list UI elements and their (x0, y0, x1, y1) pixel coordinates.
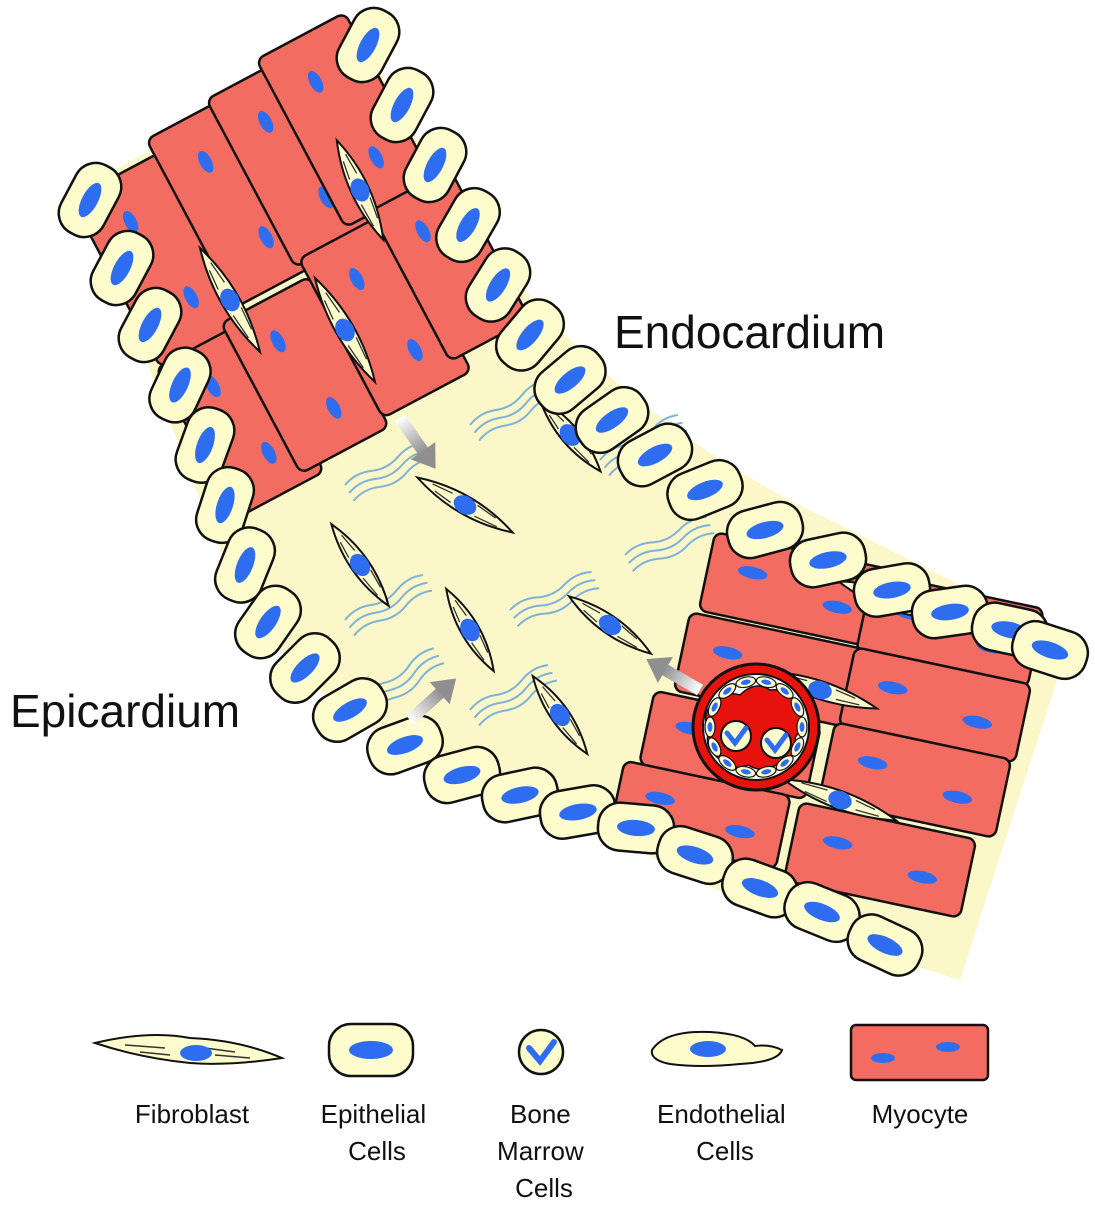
endothelial-cell (797, 717, 807, 737)
legend-label-endothelial: Endothelial Cells (657, 1099, 793, 1166)
blood-vessel (693, 664, 819, 790)
endocardium-label: Endocardium (614, 306, 885, 358)
legend-item-endothelial: Endothelial Cells (652, 1032, 793, 1166)
legend-label-bone-marrow: Bone Marrow Cells (497, 1099, 591, 1203)
legend-label-myocyte: Myocyte (872, 1099, 969, 1129)
bone-marrow-cell-body (761, 728, 791, 758)
myocyte-icon (851, 1025, 988, 1080)
bone-marrow-cell-body (721, 721, 751, 751)
fibroblast-icon (95, 1035, 282, 1064)
legend-item-fibroblast: Fibroblast (95, 1035, 282, 1129)
legend-label-fibroblast: Fibroblast (135, 1099, 250, 1129)
legend-item-bone-marrow: Bone Marrow Cells (497, 1030, 591, 1203)
bone-marrow-cell (721, 721, 751, 751)
endothelial-cell (705, 717, 715, 737)
legend-label-epithelial: Epithelial Cells (321, 1099, 434, 1166)
legend-item-epithelial: Epithelial Cells (321, 1024, 434, 1166)
legend-item-myocyte: Myocyte (851, 1025, 988, 1129)
endothelial-cell-icon (652, 1032, 782, 1066)
legend: Fibroblast Epithelial Cells Bone Marrow … (95, 1024, 988, 1203)
bone-marrow-cell (761, 728, 791, 758)
epicardium-label: Epicardium (10, 685, 240, 737)
bone-marrow-cell-icon (519, 1030, 563, 1074)
epithelial-cell-icon (329, 1024, 413, 1076)
